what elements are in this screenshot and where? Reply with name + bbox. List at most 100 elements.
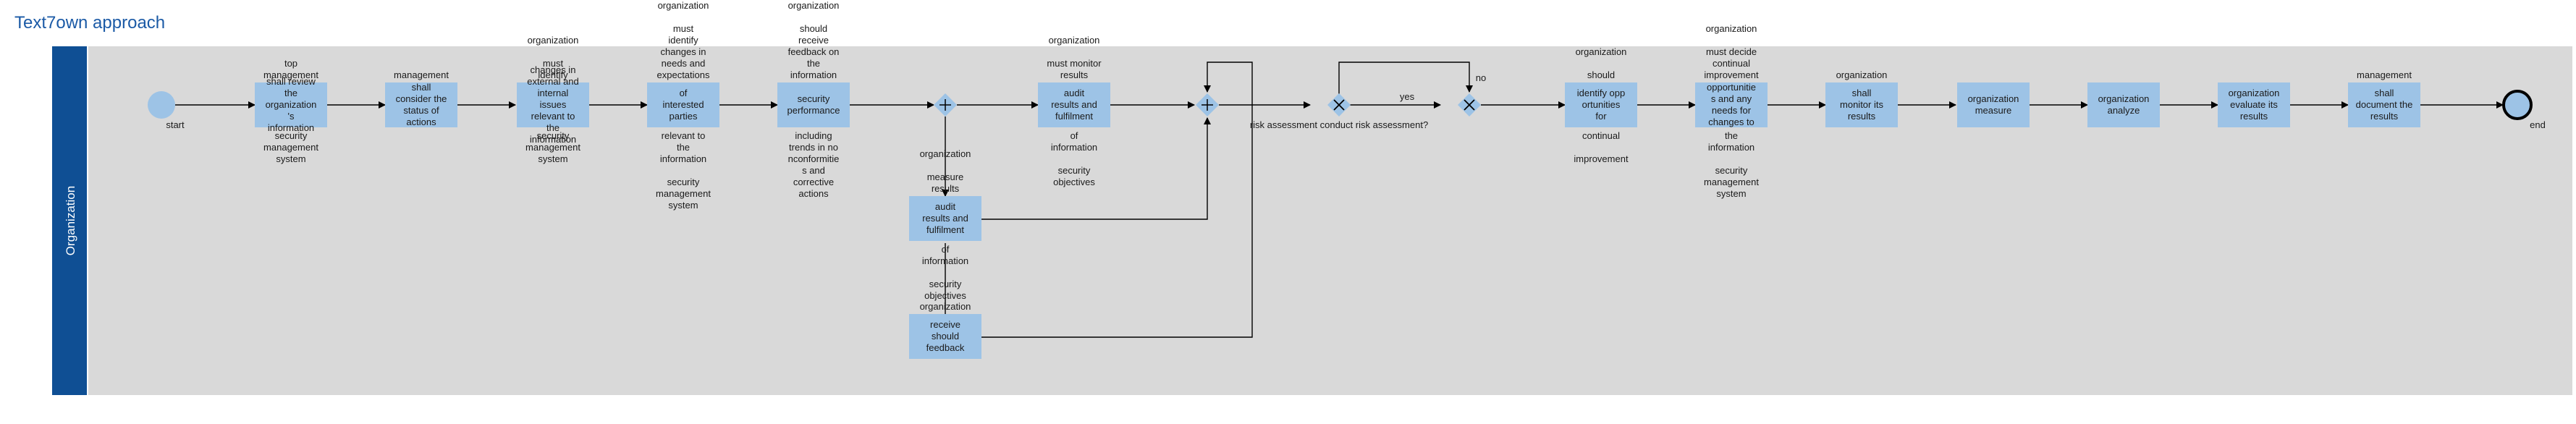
task-label-inside: should (932, 331, 959, 342)
task-label-below: trends in no (789, 142, 838, 153)
task-box[interactable] (385, 82, 457, 127)
start-event-label: start (166, 119, 185, 130)
task-label-below: security (275, 130, 308, 141)
task-label-inside: audit (1064, 88, 1085, 98)
flow-t8-join (981, 62, 1253, 338)
task-label-above: identify (538, 69, 568, 80)
task-label-below: s and (802, 165, 825, 176)
task-label-above: organization (1576, 46, 1627, 57)
task-label-above: organization (1049, 35, 1100, 46)
task-label-below: management (1704, 177, 1759, 187)
task-label-inside: interested (662, 99, 704, 110)
task-label-below: management (525, 142, 580, 153)
task-label-below: of (942, 244, 950, 255)
task-label-inside: results (1848, 111, 1876, 122)
task-t4[interactable]: ofinterestedpartiesorganizationmustident… (647, 0, 719, 211)
task-t5[interactable]: securityperformanceorganizationshouldrec… (777, 0, 850, 199)
task-box[interactable] (255, 82, 327, 127)
task-label-inside: monitor its (1840, 99, 1883, 110)
parallel-join-gateway[interactable] (1196, 93, 1219, 116)
task-label-inside: status of (403, 105, 439, 116)
end-event[interactable] (2502, 90, 2533, 120)
task-label-inside: organization (2229, 88, 2280, 98)
task-label-inside: fulfilment (926, 224, 964, 235)
parallel-split-gateway[interactable] (934, 93, 957, 116)
task-label-above: organization (658, 0, 709, 11)
task-t1[interactable]: shall reviewtheorganization'sinformation… (255, 58, 327, 164)
decision-question-label: risk assessment conduct risk assessment? (1250, 119, 1428, 130)
task-label-above: organization (1836, 69, 1888, 80)
task-label-inside: relevant to (531, 111, 575, 122)
task-label-above: organization (1706, 23, 1757, 34)
task-box[interactable] (517, 82, 589, 127)
task-label-inside: receive (930, 319, 960, 330)
task-label-below: information (660, 153, 706, 164)
task-label-inside: s and any (1711, 93, 1752, 104)
task-label-inside: internal (538, 88, 569, 98)
task-label-below: the (1725, 130, 1738, 141)
flow-xor-no (1338, 62, 1473, 94)
task-box[interactable] (1038, 82, 1110, 127)
task-label-below: including (795, 130, 832, 141)
task-label-inside: information (530, 134, 576, 145)
task-t9[interactable]: identify opportunitiesfororganizationsho… (1565, 46, 1637, 164)
task-label-below: continual (1582, 130, 1620, 141)
task-label-inside: ortunities (1582, 99, 1621, 110)
task-box[interactable] (1695, 82, 1768, 127)
task-label-inside: shall (412, 82, 431, 93)
task-box[interactable] (1825, 82, 1898, 127)
exclusive-decision-gateway[interactable] (1327, 93, 1351, 116)
task-box[interactable] (777, 82, 850, 127)
task-label-inside: parties (669, 111, 698, 122)
task-label-inside: results (2370, 111, 2399, 122)
task-label-below: objectives (1053, 177, 1095, 187)
yes-flow-label: yes (1400, 91, 1415, 102)
task-label-inside: changes in (531, 64, 576, 75)
task-label-above: should (800, 23, 827, 34)
task-box[interactable] (1957, 82, 2030, 127)
start-event[interactable] (148, 91, 175, 119)
task-label-inside: measure (1975, 105, 2012, 116)
task-box[interactable] (2218, 82, 2290, 127)
task-box[interactable] (1565, 82, 1637, 127)
task-label-inside: external and (527, 76, 579, 87)
tasks-layer: shall reviewtheorganization'sinformation… (255, 0, 2420, 359)
task-label-inside: shall review (266, 76, 316, 87)
task-label-above: organization (920, 148, 971, 159)
task-label-inside: the (546, 122, 559, 133)
task-label-inside: feedback (926, 342, 965, 353)
task-label-above: the (807, 58, 820, 69)
task-label-inside: organization (2098, 93, 2150, 104)
task-label-inside: organization (266, 99, 317, 110)
task-label-inside: 's (288, 111, 295, 122)
task-box[interactable] (909, 196, 981, 241)
no-flow-label: no (1476, 72, 1486, 83)
task-box[interactable] (647, 82, 719, 127)
end-event-label: end (2530, 119, 2546, 130)
task-label-below: corrective (793, 177, 834, 187)
task-box[interactable] (909, 314, 981, 359)
task-label-below: security (929, 279, 962, 289)
task-label-above: organization (788, 0, 840, 11)
task-label-inside: organization (1968, 93, 2019, 104)
task-label-below: information (1708, 142, 1754, 153)
task-label-above: receive (798, 35, 829, 46)
task-box[interactable] (2087, 82, 2160, 127)
task-box[interactable] (2348, 82, 2420, 127)
sequence-flows (175, 62, 2504, 355)
task-label-above: needs and (662, 58, 706, 69)
exclusive-merge-gateway[interactable] (1458, 93, 1481, 116)
task-label-inside: opportunitie (1707, 82, 1756, 93)
